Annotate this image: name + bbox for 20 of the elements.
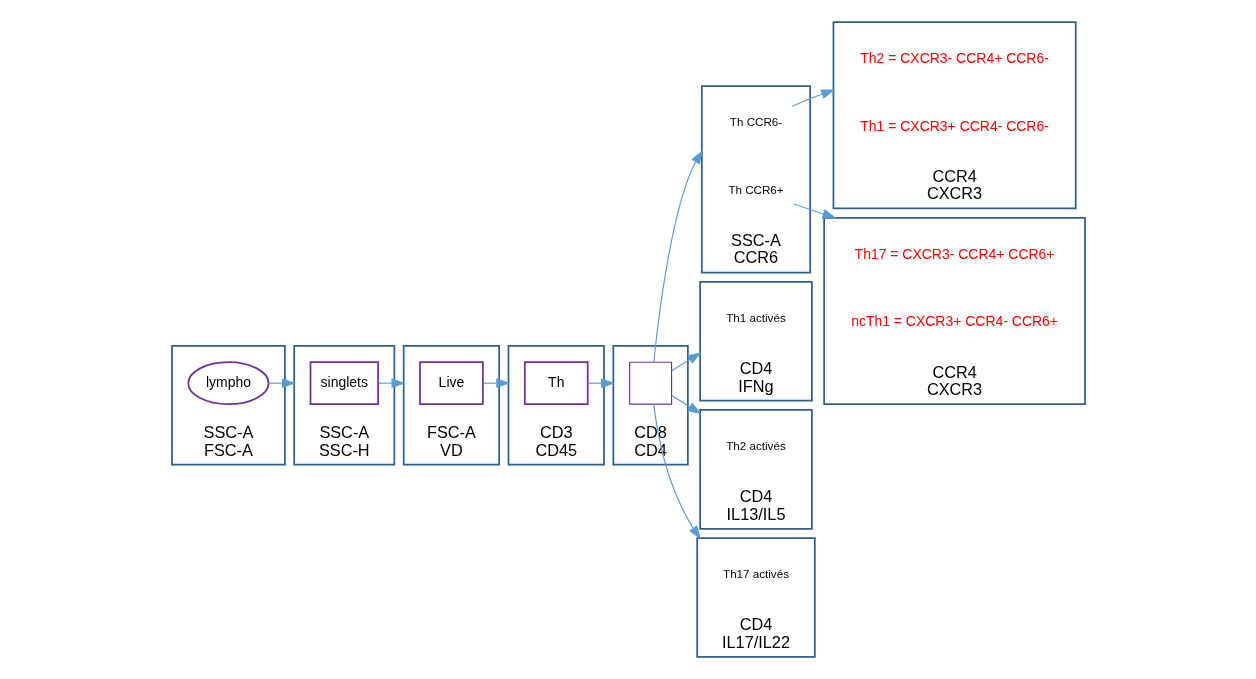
node-text: Th2 = CXCR3- CCR4+ CCR6- bbox=[859, 50, 1049, 67]
node-box: Th bbox=[523, 361, 589, 405]
node-box: singlets bbox=[309, 361, 379, 405]
arrow bbox=[792, 203, 836, 219]
arrow bbox=[652, 150, 703, 363]
node-text: Th1 = CXCR3+ CCR4- CCR6- bbox=[859, 117, 1049, 134]
node-text: Th CCR6- bbox=[729, 115, 782, 129]
node-text: ncTh1 = CXCR3+ CCR4- CCR6+ bbox=[850, 313, 1058, 330]
arrow bbox=[652, 403, 701, 540]
node-box bbox=[628, 361, 672, 405]
arrow bbox=[791, 89, 835, 107]
node-text: Th17 = CXCR3- CCR4+ CCR6+ bbox=[854, 245, 1055, 262]
node-ellipse: lympho bbox=[186, 361, 269, 405]
arrow bbox=[670, 394, 702, 415]
arrow bbox=[670, 352, 702, 372]
node-text: Th1 activés bbox=[725, 311, 786, 325]
node-box: Live bbox=[418, 361, 484, 405]
node-text: Th2 activés bbox=[725, 439, 786, 453]
node-text: Th17 activés bbox=[722, 567, 789, 581]
node-text: Th CCR6+ bbox=[727, 182, 784, 196]
